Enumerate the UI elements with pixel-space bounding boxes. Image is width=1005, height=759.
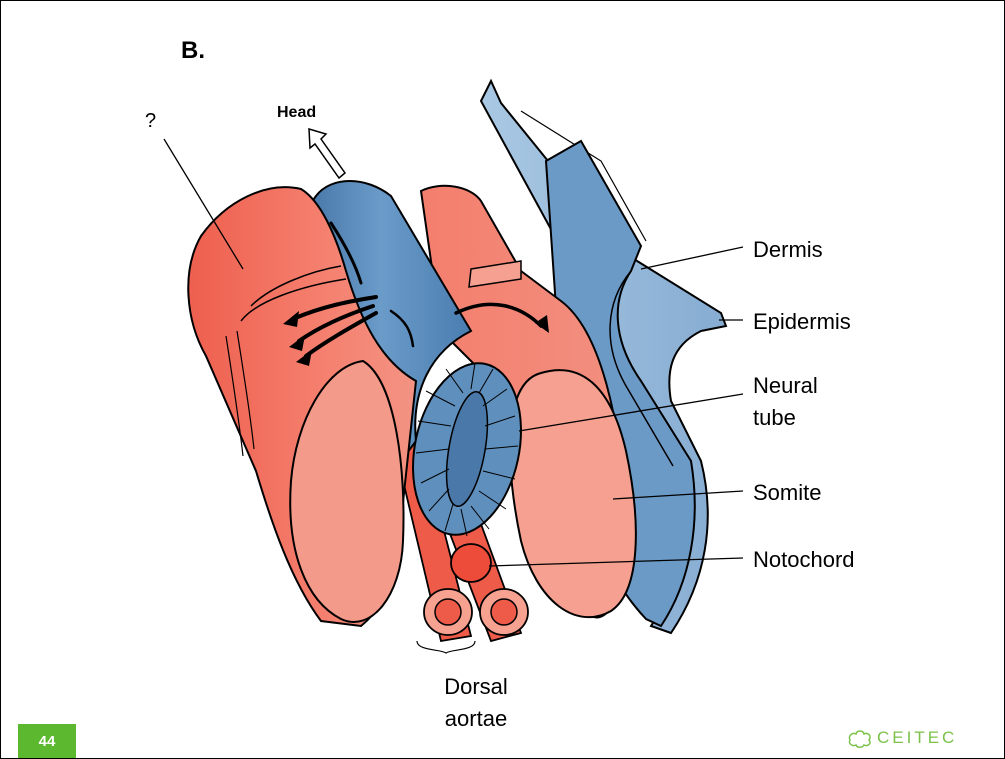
notochord-label: Notochord bbox=[753, 547, 855, 572]
page-number-badge: 44 bbox=[18, 724, 76, 758]
epidermis-label: Epidermis bbox=[753, 309, 851, 334]
dorsal-aortae-label-line2: aortae bbox=[445, 706, 507, 731]
ceitec-logo-icon bbox=[847, 728, 873, 748]
dermis-label: Dermis bbox=[753, 237, 823, 262]
ceitec-logo: CEITEC bbox=[847, 728, 957, 748]
somite-label: Somite bbox=[753, 480, 821, 505]
head-label: Head bbox=[277, 104, 316, 121]
notochord bbox=[451, 544, 491, 582]
neural-tube-label-line1: Neural bbox=[753, 373, 818, 398]
ceitec-logo-text: CEITEC bbox=[877, 728, 957, 748]
head-arrow bbox=[309, 129, 345, 178]
dorsal-aortae-label-line1: Dorsal bbox=[444, 674, 508, 699]
question-label: ? bbox=[145, 110, 156, 132]
neural-tube-label-line2: tube bbox=[753, 405, 796, 430]
